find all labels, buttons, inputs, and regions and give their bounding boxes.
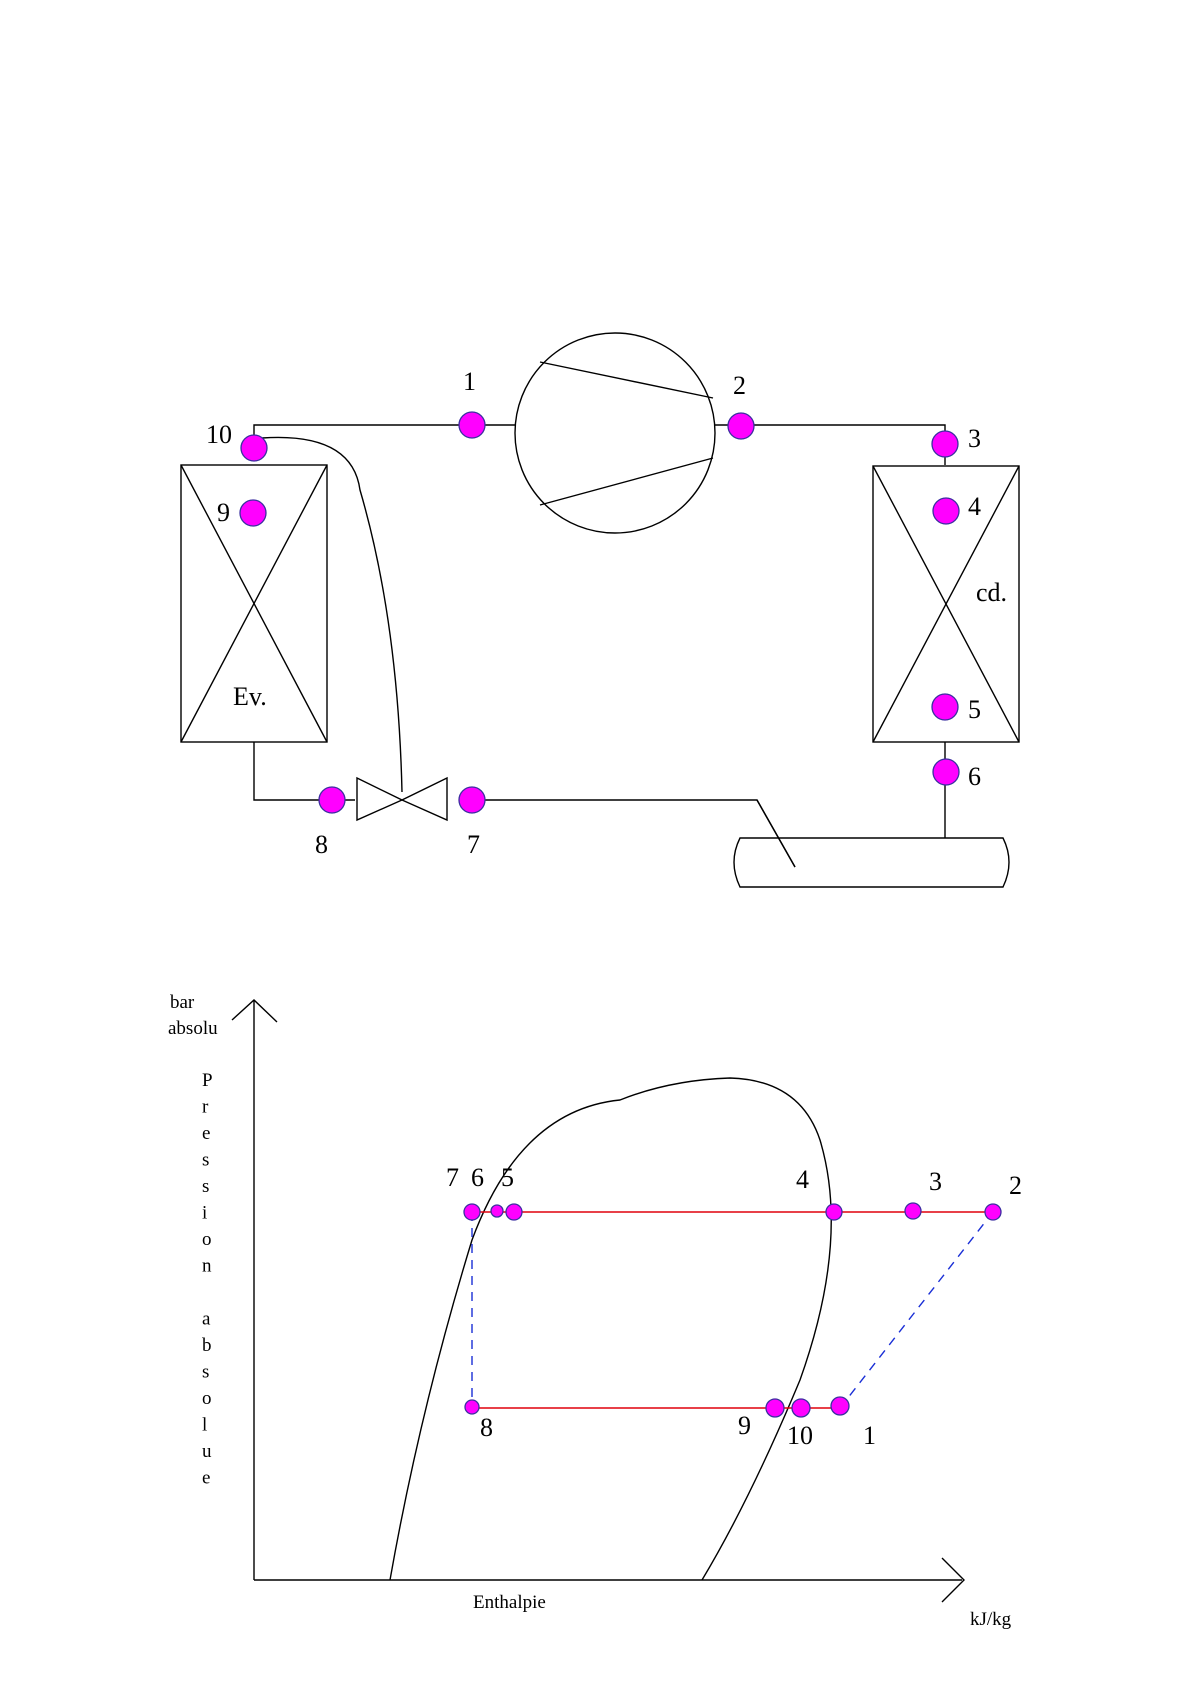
pressure-enthalpy-diagram: 7 6 5 4 3 2 8 9 10 1 bar absolu Pression… [168,992,1022,1630]
circuit-label-6: 6 [968,762,981,791]
circuit-point-2 [728,413,754,439]
ph-point-5 [506,1204,522,1220]
circuit-label-2: 2 [733,371,746,400]
evaporator-label: Ev. [233,682,267,711]
y-axis-letter: o [202,1388,212,1409]
y-axis-letter: e [202,1468,210,1489]
y-axis-letter: i [202,1203,207,1224]
y-axis-letter: l [202,1415,207,1436]
liquid-line [460,800,795,867]
compressor-vane-top [540,362,713,398]
ph-label-5: 5 [501,1163,514,1192]
circuit-label-1: 1 [463,367,476,396]
ph-label-10: 10 [787,1421,813,1450]
circuit-point-7 [459,787,485,813]
ph-label-8: 8 [480,1413,493,1442]
compressor-vane-bottom [540,458,713,505]
y-axis-letter: n [202,1256,212,1277]
ph-point-3 [905,1203,921,1219]
y-unit-line-2: absolu [168,1018,218,1039]
circuit-label-8: 8 [315,830,328,859]
refrigeration-circuit: Ev. cd. 1 2 3 4 5 6 [181,333,1019,887]
circuit-label-4: 4 [968,492,981,521]
ph-label-7: 7 [446,1163,459,1192]
circuit-point-5 [932,694,958,720]
ph-label-9: 9 [738,1411,751,1440]
y-axis-letter: s [202,1176,209,1197]
y-axis-letter: r [202,1097,209,1118]
y-axis-letter: s [202,1150,209,1171]
ph-point-1 [831,1397,849,1415]
circuit-point-4 [933,498,959,524]
ph-label-4: 4 [796,1165,809,1194]
y-axis-letter: b [202,1335,212,1356]
y-axis-letter: o [202,1229,212,1250]
y-axis-letter: a [202,1309,211,1330]
circuit-point-10 [241,435,267,461]
y-unit-line-1: bar [170,992,195,1013]
ph-point-2 [985,1204,1001,1220]
ph-label-2: 2 [1009,1171,1022,1200]
circuit-label-10: 10 [206,420,232,449]
circuit-point-1 [459,412,485,438]
y-axis-letter: u [202,1441,212,1462]
compression-line [840,1212,993,1408]
circuit-label-5: 5 [968,695,981,724]
circuit-point-8 [319,787,345,813]
circuit-label-7: 7 [467,830,480,859]
ph-label-1: 1 [863,1421,876,1450]
x-axis-label: Enthalpie [473,1592,546,1613]
expansion-valve-bulb-capillary [262,437,402,792]
circuit-point-6 [933,759,959,785]
ph-point-8 [465,1400,479,1414]
ph-label-3: 3 [929,1167,942,1196]
circuit-point-3 [932,431,958,457]
y-axis-letter: e [202,1123,210,1144]
saturation-dome [390,1078,831,1580]
receiver-dip-tube [757,800,795,867]
y-axis-letter: P [202,1070,213,1091]
circuit-label-3: 3 [968,424,981,453]
ph-point-9 [766,1399,784,1417]
x-unit-label: kJ/kg [970,1609,1012,1630]
circuit-label-9: 9 [217,498,230,527]
ph-point-4 [826,1204,842,1220]
y-axis-letter: s [202,1362,209,1383]
ph-label-6: 6 [471,1163,484,1192]
condenser-label: cd. [976,578,1007,607]
ph-point-6 [491,1205,503,1217]
circuit-point-9 [240,500,266,526]
ph-point-7 [464,1204,480,1220]
ph-point-10 [792,1399,810,1417]
liquid-receiver [734,838,1009,887]
